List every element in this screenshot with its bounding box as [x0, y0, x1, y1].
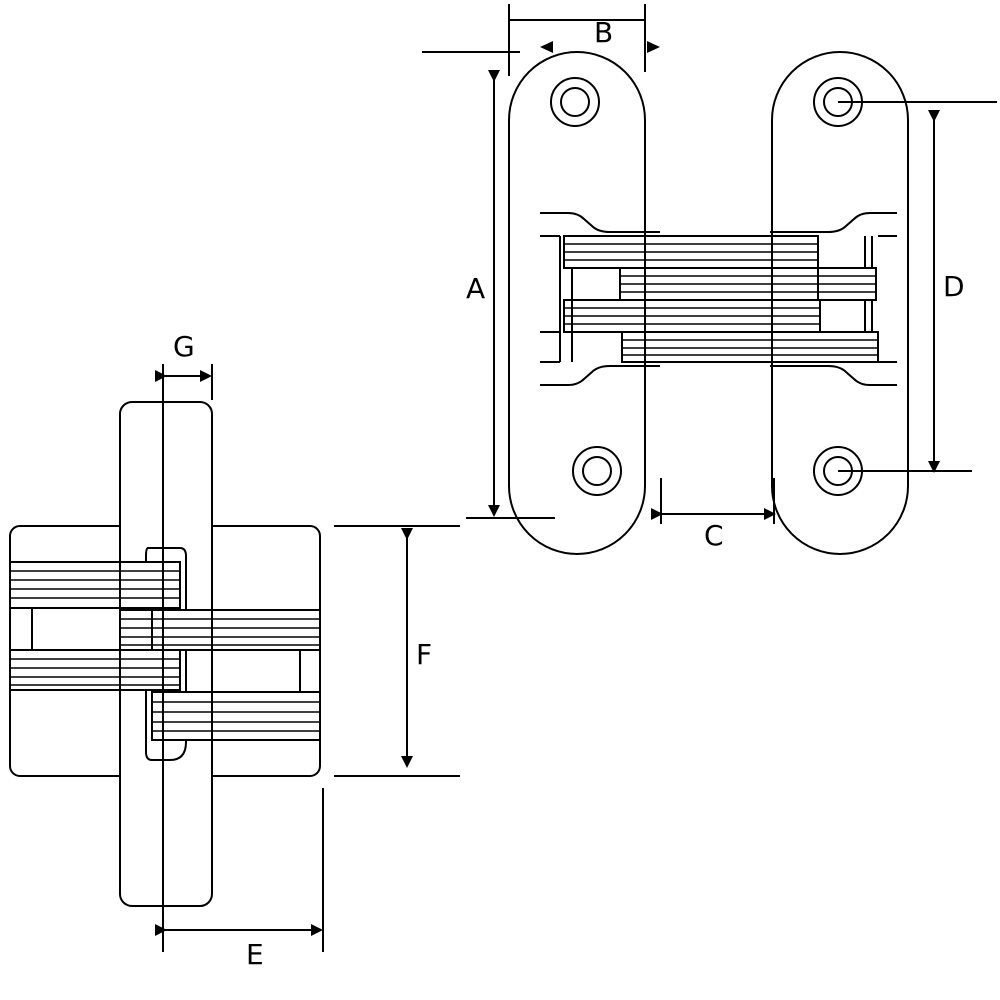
label-a: A [466, 272, 485, 305]
dimension-c: C [651, 478, 776, 552]
arm-plate-1 [563, 235, 819, 269]
label-e: E [246, 938, 264, 971]
side-plate-1 [9, 561, 181, 609]
arm-plate-4 [621, 331, 879, 363]
arm-plate-3 [563, 299, 821, 333]
dimension-e: E [155, 788, 324, 971]
dimension-g: G [155, 330, 213, 400]
side-view: G E F [9, 330, 460, 971]
side-plate-3 [9, 649, 181, 691]
label-c: C [704, 519, 724, 552]
side-plate-4 [151, 691, 321, 741]
label-b: B [594, 16, 613, 49]
side-plate-2 [119, 609, 321, 651]
label-f: F [416, 638, 432, 671]
label-d: D [943, 270, 965, 303]
dimension-b: B [422, 4, 660, 76]
screw-hole-top-left [550, 77, 600, 127]
right-housing-bottom [770, 365, 897, 386]
left-housing [540, 212, 660, 233]
left-housing-bottom [540, 365, 660, 386]
right-housing [770, 212, 897, 233]
arm-plate-2 [619, 267, 877, 301]
dimension-d: D [838, 101, 997, 473]
screw-hole-bottom-left [572, 446, 622, 496]
label-g: G [173, 330, 195, 363]
dimension-f: F [334, 525, 460, 777]
dimension-a: A [466, 70, 555, 519]
front-view: A B C D [422, 4, 997, 555]
inner-slot [145, 547, 187, 761]
